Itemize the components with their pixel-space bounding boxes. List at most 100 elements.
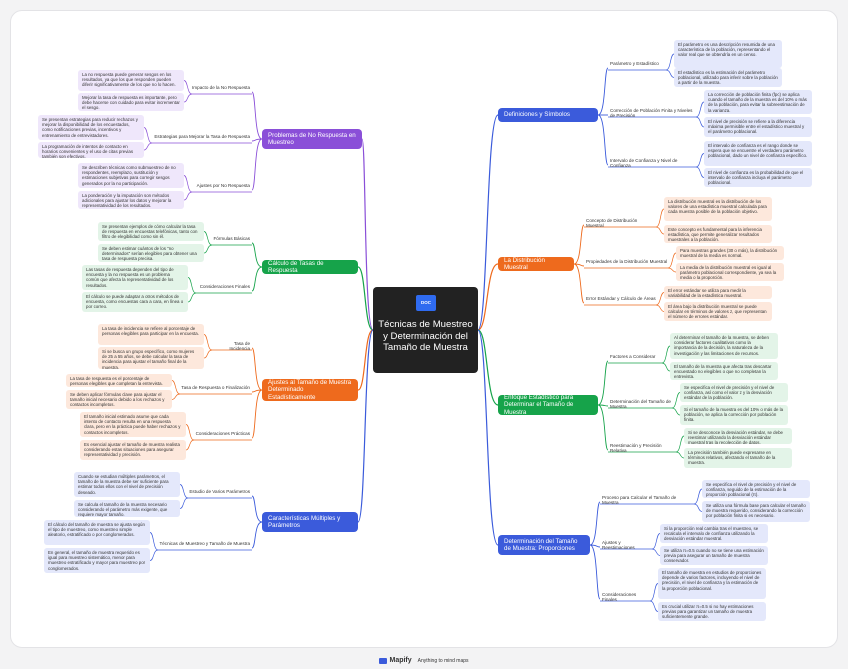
subtopic-label[interactable]: Determinación del Tamaño de Muestra [610, 399, 671, 410]
leaf-connector [665, 69, 675, 78]
subtopic-label[interactable]: Proceso para Calcular el Tamaño de Muest… [602, 495, 677, 506]
leaf-note: Es crucial utilizar π=0.5 si no hay esti… [658, 602, 766, 621]
subtopic-connector [251, 495, 263, 523]
leaf-connector [675, 451, 685, 459]
subtopic-connector [589, 544, 601, 600]
branch-connector [477, 114, 499, 331]
subtopic-label[interactable]: Tasa de Incidencia [229, 341, 250, 352]
leaf-note: El área bajo la distribución muestral se… [664, 302, 772, 321]
branch-no-respuesta[interactable]: Problemas de No Respuesta en Muestreo [262, 129, 362, 149]
subtopic-label[interactable]: Impacto de la No Respuesta [192, 85, 250, 90]
subtopic-connector [251, 91, 263, 140]
branch-connector [357, 329, 374, 391]
leaf-connector [143, 142, 153, 151]
subtopic-connector [251, 347, 263, 391]
leaf-note: Las tasas de respuesta dependen del tipo… [82, 265, 188, 290]
subtopic-label[interactable]: Factores a Considerar [610, 354, 656, 359]
leaf-note: La precisión también puede expresarse en… [684, 448, 792, 468]
subtopic-label[interactable]: Propiedades de la Distribución Muestral [586, 259, 668, 264]
leaf-note: Se deben aplicar fórmulas clave para aju… [66, 390, 172, 409]
leaf-note: La corrección de población finita (fpc) … [704, 90, 812, 114]
leaf-note: Si el tamaño de la muestra es del 10% o … [680, 405, 788, 425]
branch-proporciones[interactable]: Determinación del Tamaño de Muestra: Pro… [498, 535, 590, 555]
mapify-logo[interactable]: Mapify [379, 657, 412, 664]
branch-enfoque-estadistico[interactable]: Enfoque Estadístico para Determinar el T… [498, 394, 598, 416]
leaf-connector [661, 345, 671, 364]
leaf-connector [203, 244, 213, 254]
subtopic-label[interactable]: Estudio de Varios Parámetros [189, 489, 250, 494]
subtopic-connector [589, 501, 601, 546]
footer-brand: Mapify [389, 657, 412, 664]
leaf-connector [655, 226, 665, 235]
subtopic-label[interactable]: Corrección de Población Finita y Niveles… [610, 108, 693, 119]
subtopic-label[interactable]: Técnicas de Muestreo y Tamaño de Muestra [159, 541, 250, 546]
branch-definiciones[interactable]: Definiciones y Símbolos [498, 108, 598, 122]
subtopic-label[interactable]: Tasa de Respuesta o Finalización [181, 385, 250, 390]
leaf-note: Se presentan estrategias para reducir re… [38, 115, 144, 140]
leaf-note: Se utiliza π=0.5 cuando no se tiene una … [660, 546, 768, 565]
subtopic-connector [251, 389, 263, 393]
leaf-note: Mejorar la tasa de respuesta es importan… [78, 93, 184, 111]
leaf-note: Para muestras grandes (30 o más), la dis… [676, 246, 784, 260]
subtopic-connector [251, 242, 263, 268]
subtopic-label[interactable]: Fórmulas Básicas [213, 236, 250, 241]
subtopic-label[interactable]: Concepto de Distribución Muestral [586, 218, 638, 229]
leaf-connector [171, 380, 181, 395]
leaf-connector [667, 267, 677, 273]
subtopic-label[interactable]: Consideraciones Finales [199, 284, 250, 289]
branch-tasas-respuesta[interactable]: Cálculo de Tasas de Respuesta [262, 260, 358, 274]
branch-connector [361, 138, 374, 331]
leaf-note: La tasa de respuesta es el porcentaje de… [66, 374, 172, 387]
leaf-note: La tasa de incidencia se refiere al porc… [98, 324, 204, 345]
subtopic-connector [589, 544, 601, 548]
leaf-connector [693, 488, 703, 505]
leaf-connector [187, 277, 197, 294]
branch-ajustes-tamano[interactable]: Ajustes al Tamaño de Muestra Determinado… [262, 379, 358, 401]
leaf-note: Se calcula el tamaño de la muestra neces… [74, 500, 180, 517]
subtopic-label[interactable]: Reestimación y Precisión Relativa [610, 443, 662, 454]
central-topic-title: Técnicas de Muestreo y Determinación del… [378, 319, 473, 353]
leaf-connector [667, 252, 677, 269]
subtopic-connector [573, 263, 585, 304]
subtopic-label[interactable]: Intervalo de Confianza y Nivel de Confia… [610, 158, 678, 169]
subtopic-label[interactable]: Consideraciones Finales [602, 592, 637, 603]
subtopic-label[interactable]: Ajustes y Reestimaciones [602, 540, 635, 551]
leaf-note: Cuando se estudian múltiples parámetros,… [74, 472, 180, 497]
leaf-connector [695, 153, 705, 168]
leaf-note: El nivel de precisión se refiere a la di… [704, 117, 812, 137]
leaf-connector [655, 292, 665, 306]
leaf-note: Este concepto es fundamental para la inf… [664, 225, 772, 243]
leaf-note: El intervalo de confianza es el rango do… [704, 141, 812, 166]
subtopic-label[interactable]: Parámetro y Estadístico [610, 61, 659, 66]
leaf-connector [179, 484, 189, 499]
subtopic-label[interactable]: Consideraciones Prácticas [195, 431, 250, 436]
leaf-note: El tamaño de la muestra que afecta tras … [670, 362, 778, 380]
subtopic-connector [597, 114, 609, 166]
leaf-connector [655, 208, 665, 228]
branch-connector [477, 329, 499, 546]
leaf-connector [183, 93, 193, 103]
leaf-connector [171, 393, 181, 400]
branch-distribucion-muestral[interactable]: La Distribución Muestral [498, 257, 574, 271]
subtopic-connector [251, 389, 263, 439]
subtopic-label[interactable]: Ajustes por No Respuesta [196, 183, 250, 188]
leaf-connector [671, 407, 681, 416]
branch-connector [357, 329, 374, 523]
leaf-note: El estadístico es la estimación del pará… [674, 68, 782, 87]
leaf-note: El tamaño de muestra en estudios de prop… [658, 568, 766, 599]
subtopic-label[interactable]: Estrategias para Mejorar la Tasa de Resp… [154, 134, 250, 139]
leaf-connector [661, 362, 671, 372]
leaf-connector [695, 116, 705, 128]
leaf-connector [651, 533, 661, 550]
leaf-connector [695, 101, 705, 118]
subtopic-connector [597, 404, 609, 407]
branch-caracteristicas-multiples[interactable]: Características Múltiples y Parámetros [262, 512, 358, 532]
central-topic[interactable]: DOC Técnicas de Muestreo y Determinación… [373, 287, 478, 373]
leaf-connector [179, 497, 189, 509]
leaf-connector [695, 166, 705, 178]
subtopic-label[interactable]: Error Estándar y Cálculo de Áreas [586, 296, 656, 301]
leaf-connector [649, 583, 659, 602]
leaf-connector [675, 435, 685, 453]
leaf-connector [655, 304, 665, 312]
